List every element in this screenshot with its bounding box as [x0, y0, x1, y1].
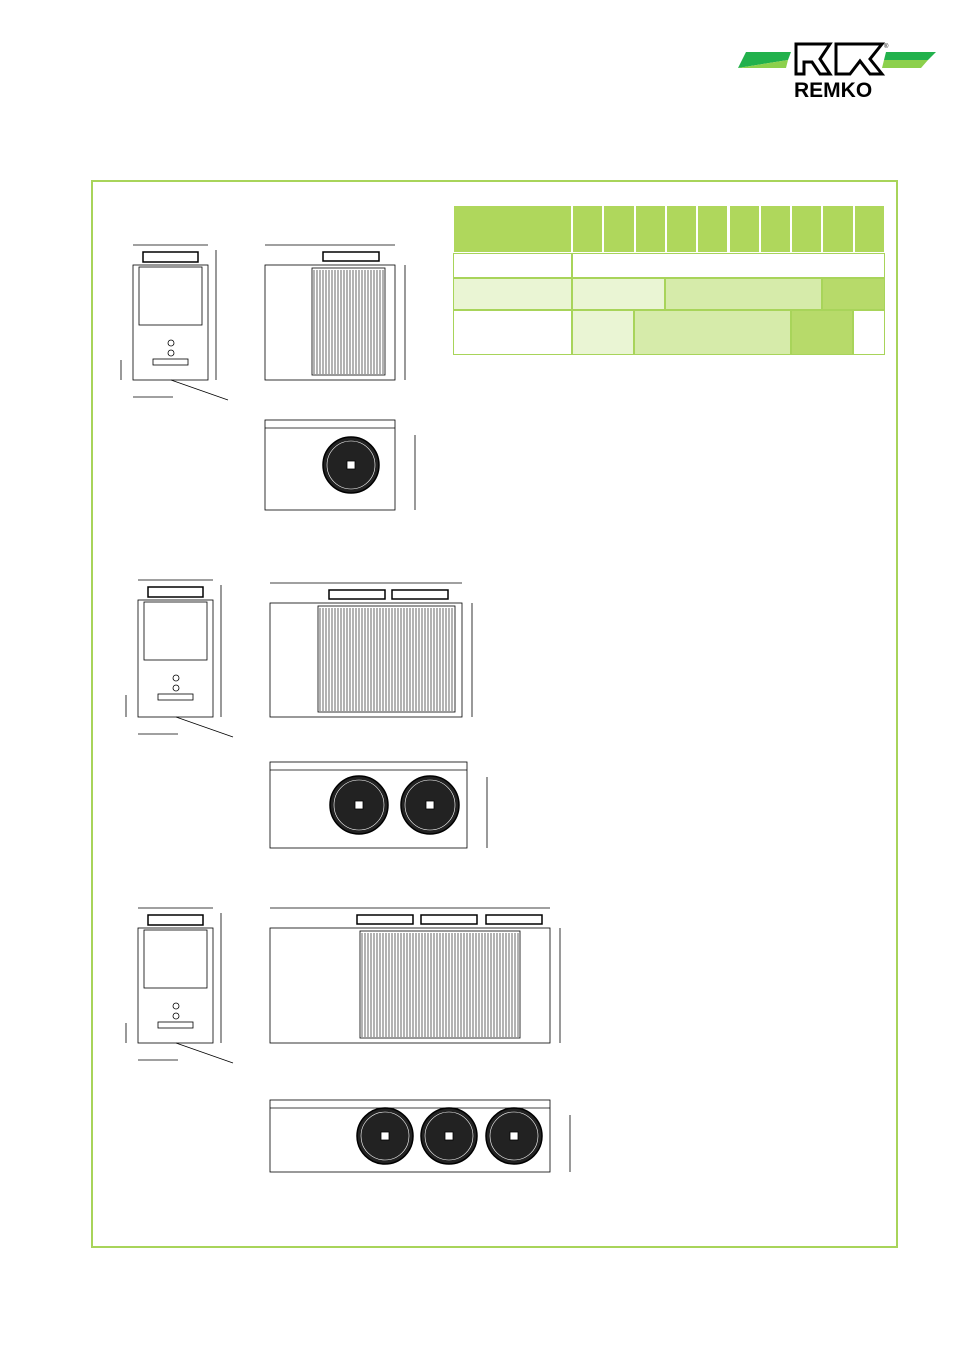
table-header-cell	[697, 205, 729, 253]
table-cell	[853, 310, 885, 355]
fan-guard	[142, 251, 199, 263]
fan-ring	[489, 1111, 539, 1161]
fan-hub	[380, 1131, 390, 1141]
fan-guard	[147, 586, 204, 598]
front-view	[269, 927, 551, 1044]
table-cell	[453, 253, 572, 278]
side-view	[137, 927, 214, 1044]
table-cell	[453, 278, 572, 310]
pipe	[157, 693, 194, 701]
table-header-cell	[822, 205, 854, 253]
table-header-cell	[665, 205, 698, 253]
registered-mark: ®	[884, 43, 889, 50]
table-header-cell	[759, 205, 792, 253]
pipe-connection	[172, 1002, 180, 1010]
table-cell	[572, 253, 885, 278]
leader-line	[175, 716, 234, 738]
side-panel	[143, 929, 208, 989]
coil	[317, 605, 456, 713]
fan-ring	[326, 440, 376, 490]
fan-guard	[328, 589, 386, 600]
fan-guard	[356, 914, 414, 925]
fan-hub	[425, 800, 435, 810]
fan-ring	[424, 1111, 474, 1161]
coil	[311, 267, 386, 376]
pipe	[152, 358, 189, 366]
fan-ring	[333, 779, 385, 831]
side-panel	[143, 601, 208, 661]
table-cell	[822, 278, 885, 310]
table-header-cell	[853, 205, 885, 253]
pipe-connection	[172, 684, 180, 692]
table-cell	[634, 310, 791, 355]
fan-hub	[346, 460, 356, 470]
pipe-connection	[172, 674, 180, 682]
fan-ring	[360, 1111, 410, 1161]
top-view	[264, 419, 396, 511]
pipe-connection	[167, 349, 175, 357]
fan-ring	[404, 779, 456, 831]
pipe-connection	[167, 339, 175, 347]
fan-guard	[485, 914, 543, 925]
table-header-cell	[572, 205, 604, 253]
table-cell	[453, 310, 572, 355]
pipe-connection	[172, 1012, 180, 1020]
side-view	[132, 264, 209, 381]
remko-logo: ® REMKO	[736, 42, 936, 100]
table-header-cell	[728, 205, 760, 253]
pipe	[157, 1021, 194, 1029]
table-cell	[572, 310, 634, 355]
content-frame	[91, 180, 898, 1248]
top-view	[269, 1099, 551, 1173]
table-cell	[791, 310, 853, 355]
table-header-cell	[603, 205, 635, 253]
top-view	[269, 761, 468, 849]
table-header-cell	[791, 205, 823, 253]
fan-guard	[391, 589, 449, 600]
fan-guard	[147, 914, 204, 926]
table-cell	[572, 278, 665, 310]
leader-line	[175, 1042, 234, 1064]
front-view	[269, 602, 463, 718]
fan-hub	[354, 800, 364, 810]
fan-hub	[509, 1131, 519, 1141]
table-cell	[665, 278, 822, 310]
front-view	[264, 264, 396, 381]
coil	[359, 930, 521, 1039]
side-panel	[138, 266, 203, 326]
table-header-cell	[634, 205, 666, 253]
leader-line	[170, 379, 229, 401]
model-table	[453, 205, 885, 355]
table-header-cell	[453, 205, 572, 253]
side-view	[137, 599, 214, 718]
fan-guard	[322, 251, 380, 262]
fan-guard	[420, 914, 478, 925]
fan-hub	[444, 1131, 454, 1141]
logo-text: REMKO	[794, 79, 872, 100]
